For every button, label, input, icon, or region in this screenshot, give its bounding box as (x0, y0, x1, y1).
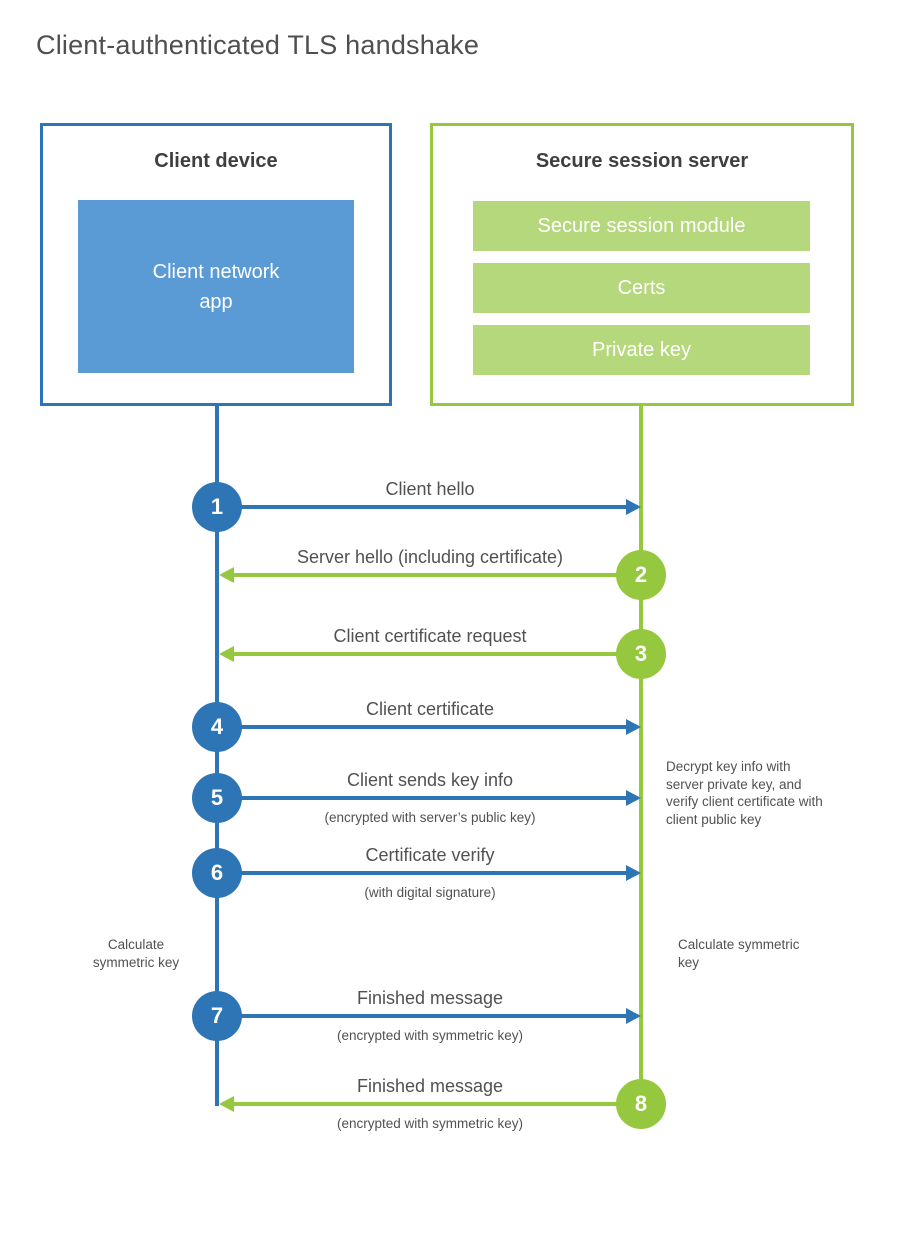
page-title: Client-authenticated TLS handshake (36, 30, 480, 60)
server-module-private-key: Private key (473, 325, 810, 375)
arrowhead-right-icon (626, 499, 641, 515)
step-4-badge: 4 (192, 702, 242, 752)
step-7-badge: 7 (192, 991, 242, 1041)
message-sublabel-8: (encrypted with symmetric key) (336, 1116, 524, 1131)
message-arrow-4 (240, 725, 626, 729)
calculate-symmetric-key-note-left: Calculate symmetric key (92, 937, 180, 970)
message-sublabel-5: (encrypted with server’s public key) (324, 810, 536, 825)
message-label-4: Client certificate (365, 699, 495, 719)
step-5-badge: 5 (192, 773, 242, 823)
server-title: Secure session server (535, 150, 749, 172)
message-arrow-8 (234, 1102, 618, 1106)
message-arrow-2 (234, 573, 618, 577)
server-lifeline (639, 405, 643, 1106)
message-arrow-5 (240, 796, 626, 800)
message-arrow-1 (240, 505, 626, 509)
message-label-6: Certificate verify (365, 845, 495, 865)
message-label-3: Client certificate request (333, 626, 527, 646)
calculate-symmetric-key-note-right: Calculate symmetric key (678, 937, 800, 970)
step-3-badge: 3 (616, 629, 666, 679)
message-label-1: Client hello (385, 479, 475, 499)
step-6-badge: 6 (192, 848, 242, 898)
client-device-title: Client device (154, 150, 278, 172)
message-sublabel-6: (with digital signature) (364, 885, 496, 900)
arrowhead-right-icon (626, 719, 641, 735)
arrowhead-left-icon (219, 567, 234, 583)
message-label-7: Finished message (356, 988, 504, 1008)
server-module-secure-session: Secure session module (473, 201, 810, 251)
arrowhead-left-icon (219, 1096, 234, 1112)
message-label-5: Client sends key info (346, 770, 514, 790)
decrypt-key-note: Decrypt key info with server private key… (666, 759, 823, 827)
step-1-badge: 1 (192, 482, 242, 532)
server-box: Secure session server Secure session mod… (430, 123, 854, 406)
client-lifeline (215, 405, 219, 1106)
step-2-badge: 2 (616, 550, 666, 600)
arrowhead-right-icon (626, 865, 641, 881)
arrowhead-right-icon (626, 790, 641, 806)
client-network-app-box: Client network app (78, 200, 354, 373)
server-module-certs: Certs (473, 263, 810, 313)
message-arrow-7 (240, 1014, 626, 1018)
message-sublabel-7: (encrypted with symmetric key) (336, 1028, 524, 1043)
message-arrow-3 (234, 652, 618, 656)
client-device-box: Client device Client network app (40, 123, 392, 406)
arrowhead-left-icon (219, 646, 234, 662)
message-label-2: Server hello (including certificate) (296, 547, 564, 567)
step-8-badge: 8 (616, 1079, 666, 1129)
message-label-8: Finished message (356, 1076, 504, 1096)
message-arrow-6 (240, 871, 626, 875)
arrowhead-right-icon (626, 1008, 641, 1024)
